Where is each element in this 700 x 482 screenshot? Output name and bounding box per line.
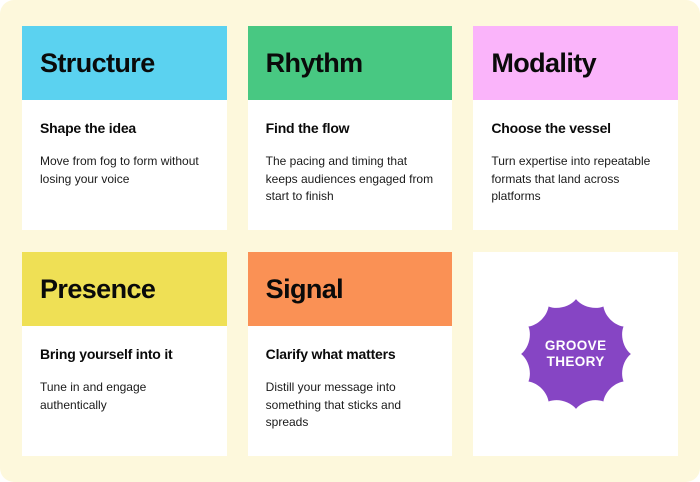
card-title: Modality bbox=[491, 47, 597, 78]
badge-line-1: GROOVE bbox=[544, 337, 607, 353]
card-body: Clarify what matters Distill your messag… bbox=[248, 326, 453, 456]
badge-label: GROOVE THEORY bbox=[545, 338, 607, 371]
card-subtitle: Find the flow bbox=[265, 120, 350, 136]
card-title: Presence bbox=[40, 273, 156, 304]
card-description: The pacing and timing that keeps audienc… bbox=[265, 153, 434, 204]
card-header-presence: Presence bbox=[22, 252, 227, 326]
card-description: Move from fog to form without losing you… bbox=[40, 153, 199, 186]
groove-theory-badge: GROOVE THEORY bbox=[520, 298, 632, 410]
card-modality[interactable]: Modality Choose the vessel Turn expertis… bbox=[473, 26, 678, 230]
card-signal[interactable]: Signal Clarify what matters Distill your… bbox=[247, 252, 453, 456]
card-description: Tune in and engage authentically bbox=[40, 379, 147, 412]
card-header-modality: Modality bbox=[473, 26, 678, 100]
card-presence[interactable]: Presence Bring yourself into it Tune in … bbox=[22, 252, 227, 456]
starburst-icon bbox=[520, 299, 631, 409]
card-body: Find the flow The pacing and timing that… bbox=[248, 100, 453, 230]
card-rhythm[interactable]: Rhythm Find the flow The pacing and timi… bbox=[247, 26, 453, 230]
card-header-rhythm: Rhythm bbox=[247, 26, 453, 100]
card-subtitle: Bring yourself into it bbox=[40, 346, 173, 362]
card-subtitle: Shape the idea bbox=[40, 120, 137, 136]
card-brand-badge[interactable]: GROOVE THEORY bbox=[473, 252, 678, 456]
badge-line-2: THEORY bbox=[546, 354, 605, 369]
card-title: Structure bbox=[40, 47, 155, 78]
card-header-signal: Signal bbox=[247, 252, 453, 326]
card-body: Shape the idea Move from fog to form wit… bbox=[22, 100, 227, 230]
card-subtitle: Clarify what matters bbox=[265, 346, 396, 362]
card-body: Choose the vessel Turn expertise into re… bbox=[473, 100, 678, 230]
card-title: Signal bbox=[265, 273, 344, 304]
card-structure[interactable]: Structure Shape the idea Move from fog t… bbox=[22, 26, 227, 230]
card-header-structure: Structure bbox=[22, 26, 227, 100]
card-subtitle: Choose the vessel bbox=[491, 120, 611, 136]
card-title: Rhythm bbox=[265, 47, 364, 78]
card-body: Bring yourself into it Tune in and engag… bbox=[22, 326, 227, 456]
card-description: Distill your message into something that… bbox=[265, 379, 402, 430]
card-description: Turn expertise into repeatable formats t… bbox=[491, 153, 651, 204]
